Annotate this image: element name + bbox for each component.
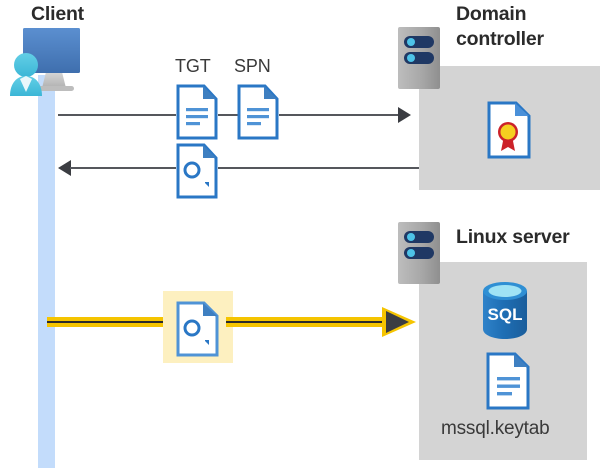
page-title-linux-server: Linux server [456,226,570,248]
page-title-domain-controller-line1: Domain [456,3,527,25]
connector-line-request-mid [218,114,238,116]
key-document-icon-highlighted [176,301,220,357]
flow-line-left-inner [47,321,163,323]
arrow-request-to-domain-controller [398,107,411,123]
arrow-keytab-to-linux-server [380,305,426,339]
sql-database-icon: SQL [477,278,533,342]
document-icon-keytab [486,352,530,410]
page-title-domain-controller-line2: controller [456,28,544,50]
connector-line-request-left [58,114,176,116]
document-icon-tgt [176,84,218,140]
server-rack-icon-linux-server [398,222,440,284]
arrow-reply-to-client [58,160,71,176]
connector-line-request-right [279,114,399,116]
flow-label-spn: SPN [234,56,271,76]
connector-line-reply-left [70,167,176,169]
client-lifeline [38,75,55,468]
flow-line-right-inner [226,321,386,323]
certificate-document-icon [487,101,531,159]
document-icon-spn [237,84,279,140]
sql-label: SQL [488,305,523,324]
key-document-icon-reply [176,143,218,199]
server-rack-icon-domain-controller [398,27,440,89]
caption-keytab-filename: mssql.keytab [441,418,550,439]
page-title-client: Client [31,3,84,25]
flow-label-tgt: TGT [175,56,211,76]
user-workstation-icon [6,26,96,98]
connector-line-reply-right [218,167,419,169]
